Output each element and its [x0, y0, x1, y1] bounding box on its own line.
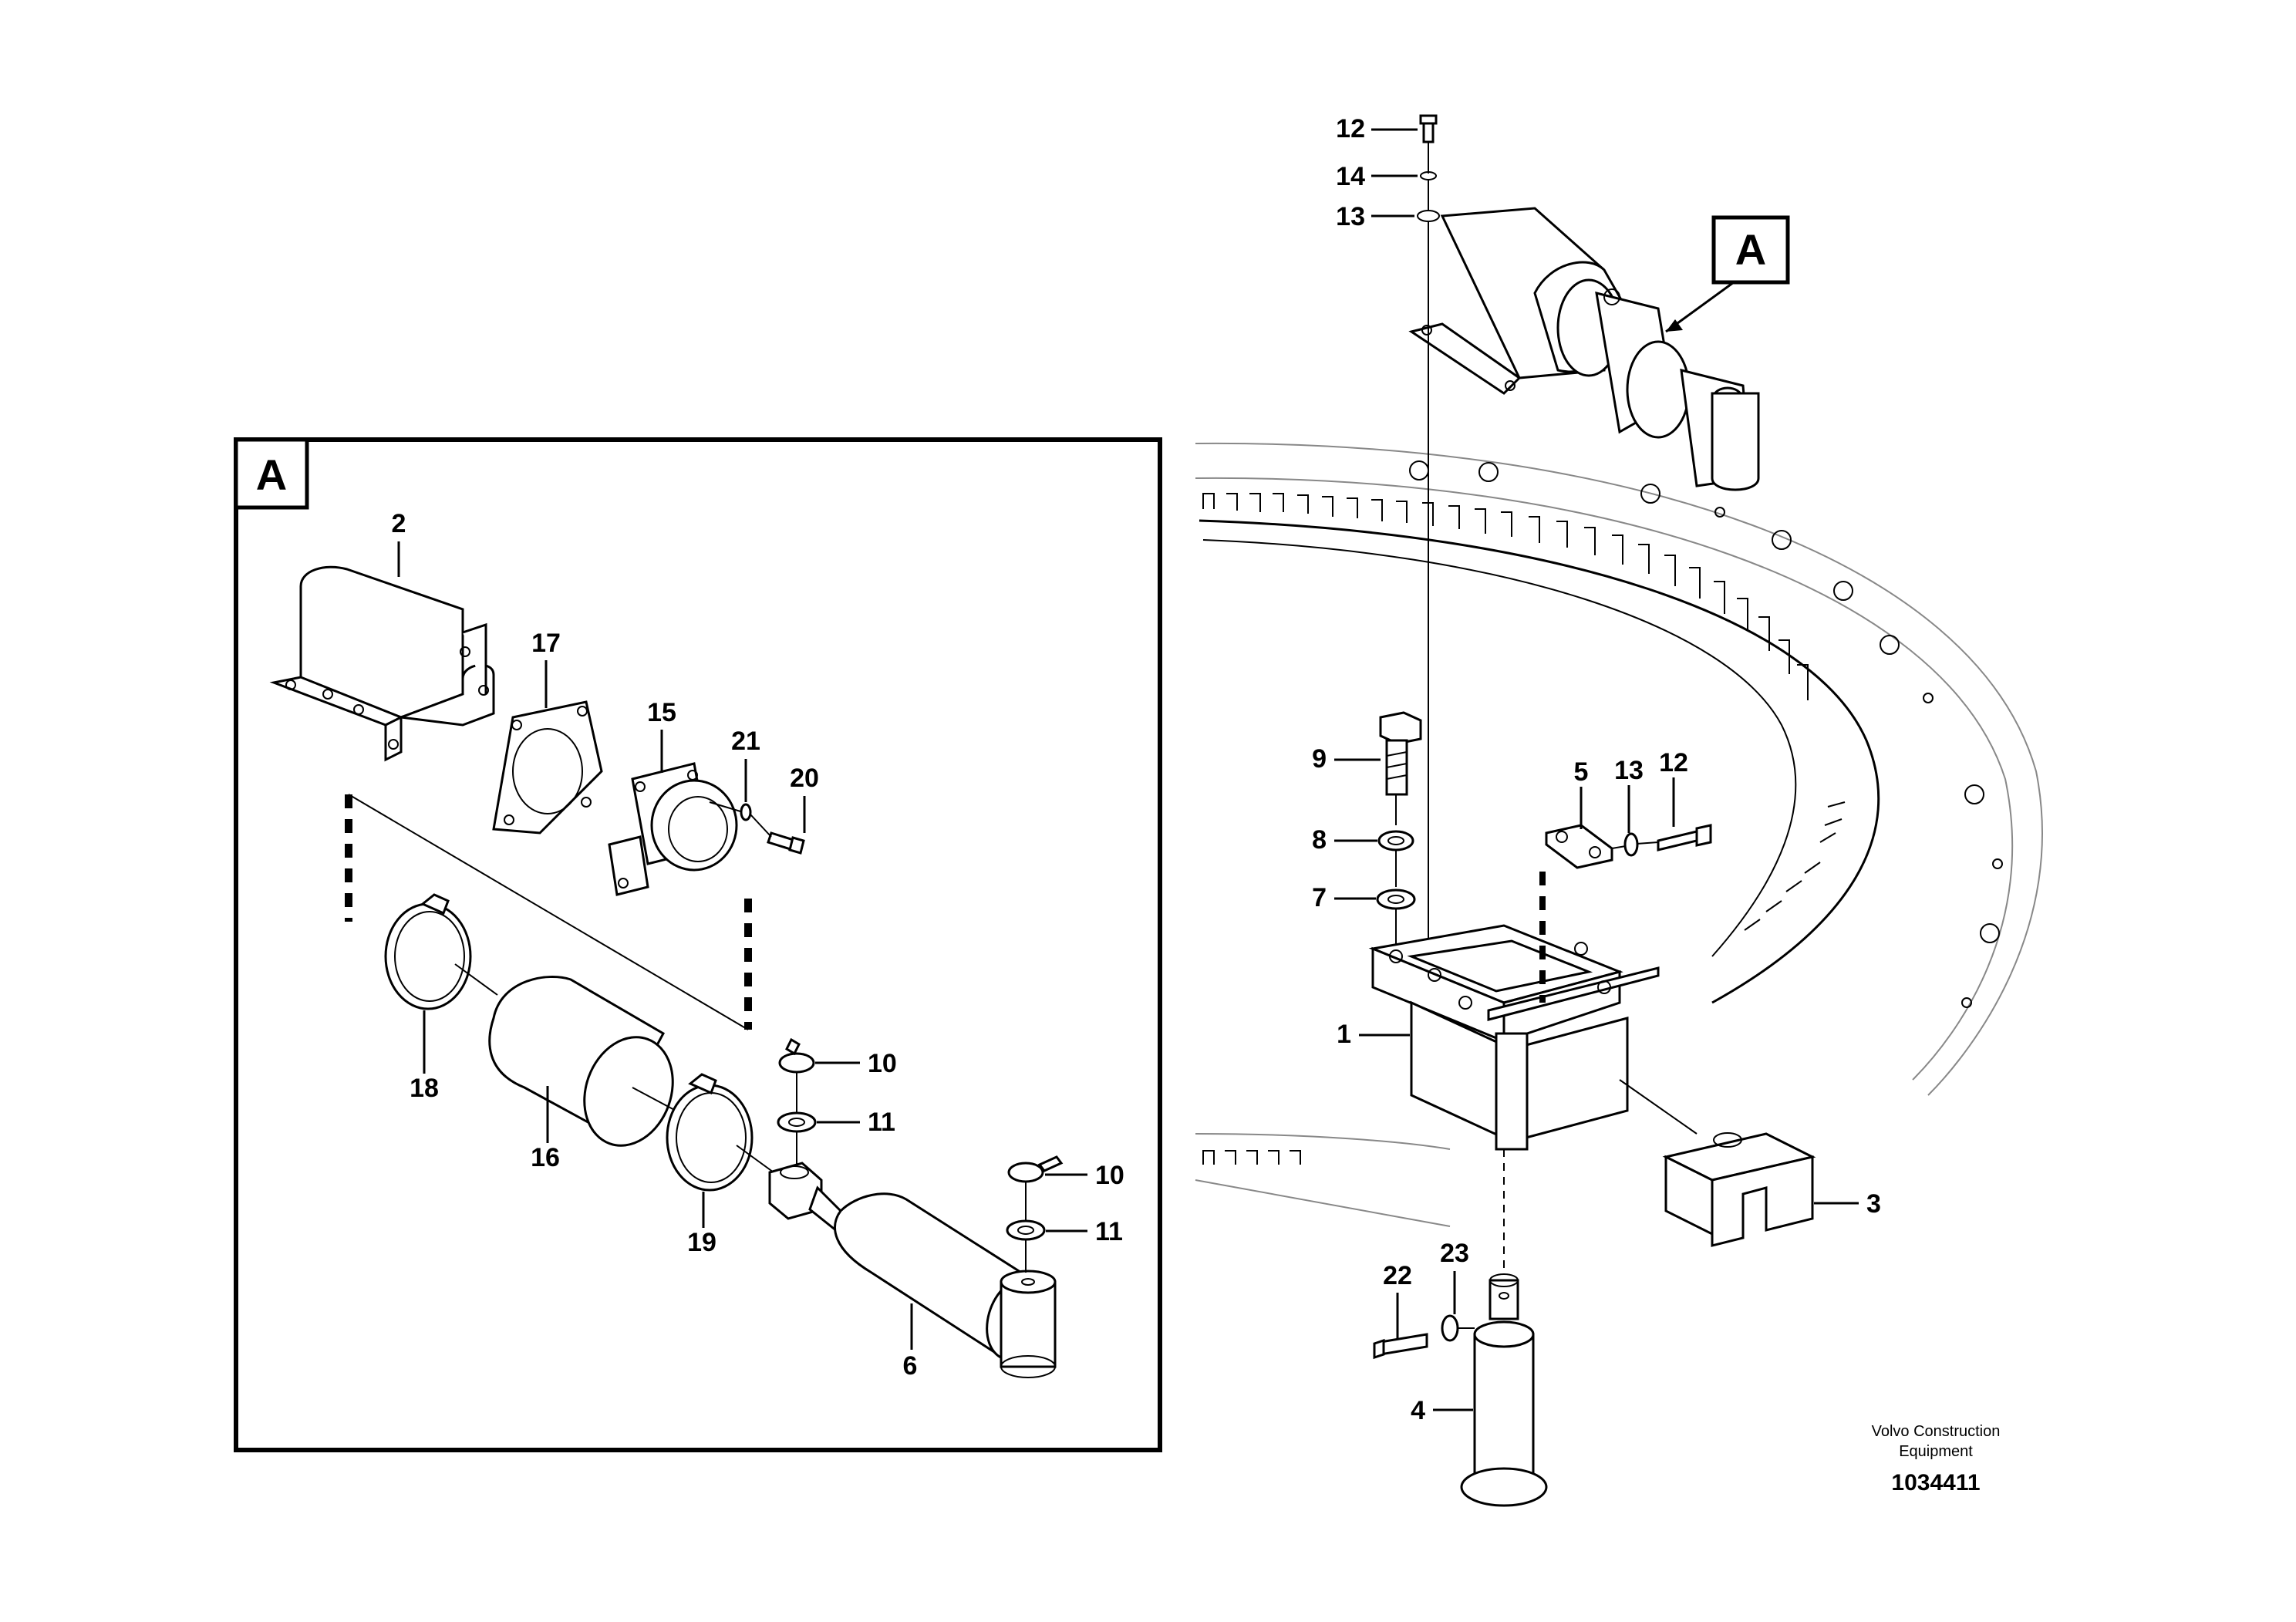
callout-6: 6 — [903, 1351, 918, 1381]
detail-callouts: 2 17 15 21 20 18 16 19 10 11 10 11 — [392, 509, 1124, 1381]
callout-23: 23 — [1440, 1239, 1469, 1268]
flange-part-15 — [608, 762, 738, 896]
callout-13-right: 13 — [1614, 756, 1644, 785]
callout-17: 17 — [531, 629, 561, 658]
callout-11-lower: 11 — [1095, 1217, 1123, 1246]
callout-10-lower: 10 — [1095, 1161, 1124, 1190]
callout-20: 20 — [790, 764, 819, 793]
sleeve-part-16 — [488, 976, 691, 1147]
pin-10-washer-11-upper — [777, 1037, 817, 1165]
screw-20-washer-21 — [709, 801, 805, 855]
callout-8: 8 — [1312, 825, 1327, 855]
callout-3: 3 — [1866, 1189, 1881, 1219]
callout-11-upper: 11 — [868, 1108, 895, 1137]
pin-10-washer-11-lower — [1006, 1155, 1064, 1273]
callout-22: 22 — [1383, 1261, 1412, 1290]
callout-21: 21 — [731, 727, 760, 756]
callout-16: 16 — [531, 1143, 560, 1172]
clamp-part-19 — [666, 1073, 780, 1192]
detail-panel-label: A — [256, 450, 287, 499]
swing-sensor-assembly — [1408, 207, 1760, 491]
callout-13: 13 — [1336, 202, 1365, 231]
drawing-number: 1034411 — [1891, 1470, 1980, 1496]
callout-12-right: 12 — [1659, 748, 1688, 777]
bracket-part-1 — [1368, 924, 1660, 1151]
callout-10-upper: 10 — [868, 1049, 897, 1078]
callout-19: 19 — [687, 1228, 716, 1257]
detail-reference-a: A — [1665, 215, 1790, 333]
gasket-part-17 — [492, 700, 603, 835]
sensor-rod-part-6 — [768, 1162, 1057, 1378]
main-callouts: 12 14 13 9 8 7 5 13 12 1 3 22 23 4 — [1312, 114, 1881, 1425]
callout-1: 1 — [1337, 1020, 1351, 1049]
brand-line-2: Equipment — [1899, 1443, 1973, 1460]
pin-4-assembly — [1373, 1149, 1548, 1507]
slewing-ring — [1195, 442, 2043, 1227]
callout-7: 7 — [1312, 883, 1327, 912]
block-part-3 — [1619, 1079, 1816, 1247]
clamp-part-18 — [384, 893, 498, 1010]
callout-5: 5 — [1574, 757, 1589, 787]
brand-line-1: Volvo Construction — [1872, 1423, 2001, 1440]
callout-12: 12 — [1336, 114, 1365, 143]
callout-18: 18 — [410, 1074, 439, 1103]
detail-a-panel: A — [234, 437, 1162, 1452]
title-block: Volvo Construction Equipment 1034411 — [1872, 1423, 2001, 1496]
bolt-stack-top — [1417, 114, 1440, 972]
bolt-9-washers — [1376, 711, 1422, 945]
callout-14: 14 — [1336, 162, 1365, 191]
callout-2: 2 — [392, 509, 406, 538]
callout-4: 4 — [1411, 1396, 1425, 1425]
callout-15: 15 — [647, 698, 676, 727]
cover-part-2 — [269, 565, 495, 762]
callout-9: 9 — [1312, 744, 1327, 774]
cut-line — [345, 794, 752, 1030]
detail-reference-label: A — [1735, 225, 1766, 274]
